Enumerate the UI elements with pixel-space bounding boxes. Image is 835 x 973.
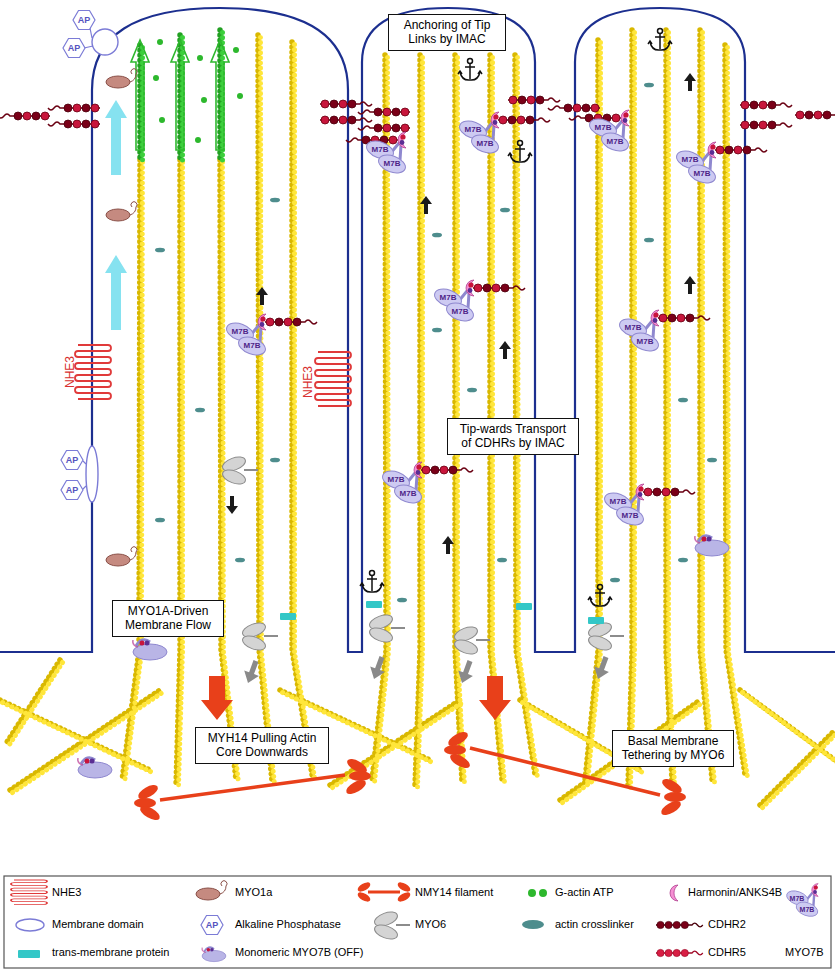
legend-text: Alkaline Phosphatase — [235, 918, 341, 931]
membrane-flow — [105, 69, 137, 566]
box-text: MYO1A-Driven Membrane Flow — [119, 604, 217, 633]
motor-label: M7B — [790, 895, 805, 902]
motor-label: M7B — [607, 138, 624, 146]
motor-label: M7B — [400, 490, 417, 498]
legend-text: NMY14 filament — [415, 886, 493, 899]
callout-box: MYH14 Pulling Actin Core Downwards — [195, 727, 329, 764]
plasma-membrane — [0, 8, 835, 652]
motor-label: M7B — [452, 308, 469, 316]
motor-label: M7B — [682, 156, 699, 164]
legend-text: MYO1a — [235, 886, 272, 899]
alkaline-phosphatase — [61, 11, 118, 503]
legend-panel — [4, 876, 831, 968]
legend-text: CDHR5 — [708, 946, 746, 959]
actin-filaments — [0, 30, 835, 808]
movement-arrows — [226, 73, 696, 554]
treadmilling-arrows — [131, 40, 229, 150]
enzyme-label: AP — [206, 921, 219, 930]
callout-box: Tip-wards Transport of CDHRs by IMAC — [447, 418, 579, 455]
g-actin — [153, 39, 243, 143]
motor-label: M7B — [637, 338, 654, 346]
legend-text: G-actin ATP — [555, 886, 613, 899]
box-text: Tip-wards Transport of CDHRs by IMAC — [454, 422, 572, 451]
legend-text: trans-membrane protein — [52, 946, 169, 959]
anchor-symbols — [360, 29, 672, 607]
legend-text: Harmonin/ANKS4B — [688, 886, 782, 899]
enzyme-label: AP — [66, 486, 79, 495]
callout-box: MYO1A-Driven Membrane Flow — [112, 600, 224, 637]
legend-text: actin crosslinker — [555, 918, 634, 931]
legend-text: NHE3 — [52, 886, 81, 899]
callout-box: Anchoring of Tip Links by IMAC — [388, 14, 506, 51]
tethering-arrows — [241, 654, 614, 685]
motor-label: M7B — [610, 498, 627, 506]
motor-label: M7B — [388, 476, 405, 484]
transmembrane-proteins — [280, 601, 604, 624]
motor-label: M7B — [372, 146, 389, 154]
motor-label: M7B — [694, 170, 711, 178]
motor-label: M7B — [595, 124, 612, 132]
motor-label: M7B — [622, 512, 639, 520]
motor-label: M7B — [465, 126, 482, 134]
cadherin-links — [0, 96, 835, 496]
motor-label: M7B — [384, 160, 401, 168]
enzyme-label: AP — [78, 16, 91, 25]
box-text: Anchoring of Tip Links by IMAC — [395, 18, 499, 47]
legend-text: Membrane domain — [52, 918, 144, 931]
legend-text: Monomeric MYO7B (OFF) — [235, 946, 363, 959]
legend-text: CDHR2 — [708, 918, 746, 931]
myo6-motors — [221, 454, 624, 656]
legend-swatch — [522, 920, 544, 929]
box-text: Basal Membrane Tethering by MYO6 — [619, 734, 727, 763]
myh14-filaments — [134, 676, 686, 823]
motor-label: M7B — [800, 906, 815, 913]
actin-crosslinkers — [155, 83, 717, 603]
enzyme-label: AP — [68, 44, 81, 53]
motor-label: M7B — [244, 342, 261, 350]
motor-label: M7B — [232, 328, 249, 336]
myo7b-imac — [224, 110, 718, 528]
motor-label: M7B — [477, 140, 494, 148]
nhe3-proteins — [75, 345, 351, 406]
legend-swatch — [18, 950, 40, 958]
enzyme-label: AP — [66, 456, 79, 465]
protein-label: NHE3 — [302, 366, 314, 398]
legend-text: MYO7B — [785, 946, 824, 959]
protein-label: NHE3 — [64, 356, 76, 388]
legend-text: MYO6 — [415, 918, 446, 931]
callout-box: Basal Membrane Tethering by MYO6 — [612, 730, 734, 767]
monomeric-myo7b — [78, 536, 729, 778]
motor-label: M7B — [625, 324, 642, 332]
box-text: MYH14 Pulling Actin Core Downwards — [202, 731, 322, 760]
motor-label: M7B — [440, 294, 457, 302]
